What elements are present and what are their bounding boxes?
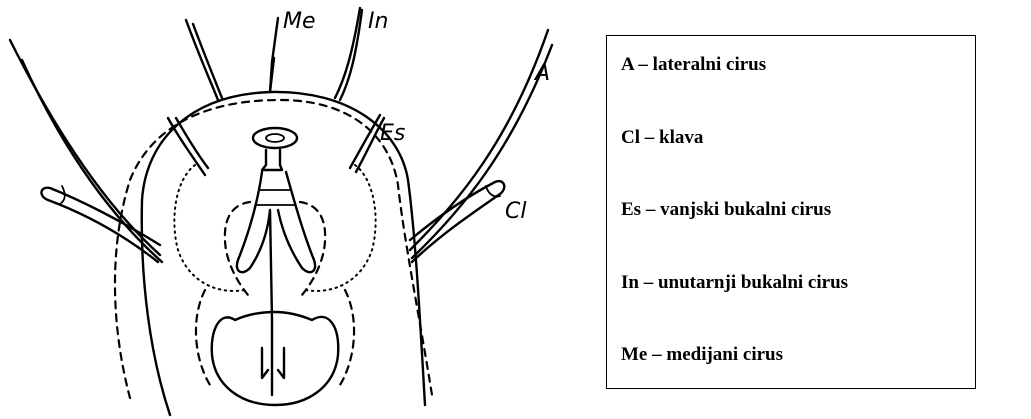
external-buccal-cirrus-right: [348, 113, 382, 170]
mouth-ring-inner: [265, 133, 285, 143]
legend-item-es: Es – vanjski bukalni cirus: [621, 199, 832, 220]
internal-buccal-cirrus-right: [333, 6, 362, 100]
legend-item-a: A – lateralni cirus: [621, 54, 767, 75]
lateral-cirrus-left: [8, 38, 162, 257]
lower-dashed-outline: [194, 288, 356, 387]
legend-item-in: In – unutarnji bukalni cirus: [621, 272, 849, 293]
label-a: A: [533, 61, 550, 86]
label-me: Me: [283, 9, 316, 34]
legend-item-me: Me – medijani cirus: [621, 344, 784, 365]
label-in: In: [368, 9, 388, 34]
internal-buccal-cirrus-left: [184, 18, 220, 102]
stylet-gland-right: [304, 164, 377, 292]
clava-left: [40, 186, 162, 264]
clava-right: [408, 179, 506, 264]
pharynx-bulb: [210, 310, 340, 407]
buccal-tube: [260, 148, 284, 172]
legend-box: A – lateralni cirus Cl – klava Es – vanj…: [606, 35, 976, 389]
inner-cuticle-outline: [113, 98, 434, 400]
legend-item-cl: Cl – klava: [621, 127, 704, 148]
pharynx-placoids: [260, 318, 286, 397]
label-es: Es: [380, 121, 405, 146]
tardigrade-head-drawing: Me In A Es Cl: [8, 6, 554, 417]
lateral-cirrus-right: [408, 28, 550, 252]
stylet-gland-left: [173, 164, 246, 292]
label-cl: Cl: [505, 199, 526, 224]
mouth-ring-outer: [251, 126, 299, 150]
stylet-support-left: [223, 200, 252, 297]
external-buccal-cirrus-left: [166, 116, 207, 177]
stylet-support-right: [298, 200, 327, 297]
